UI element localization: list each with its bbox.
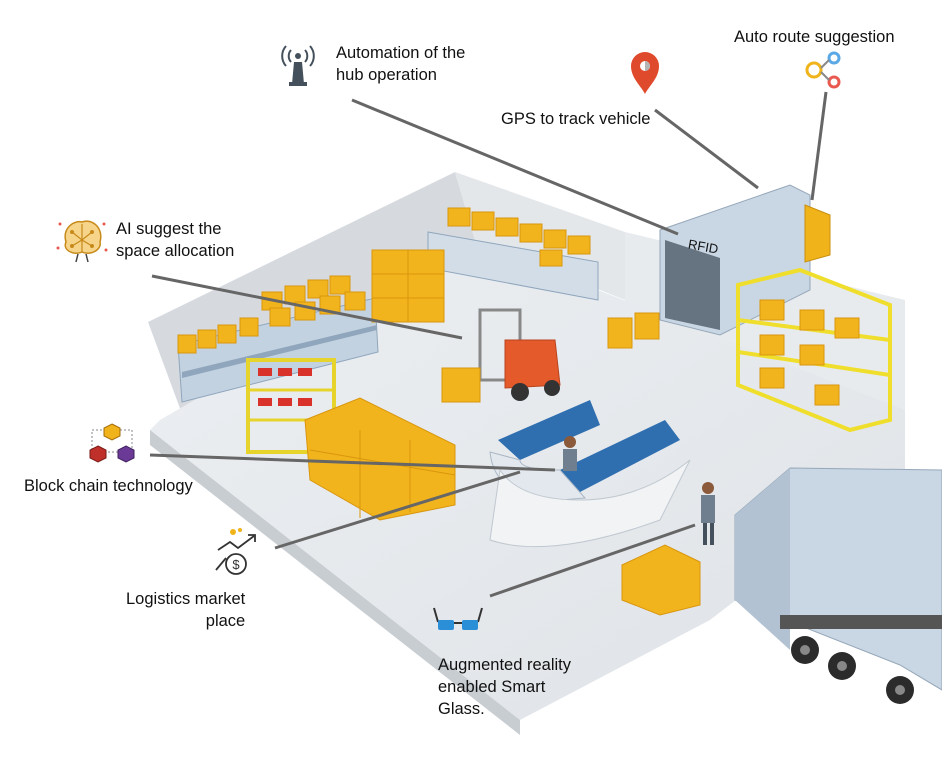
leader-ar: [489, 523, 696, 598]
money-growth-icon: $: [215, 528, 256, 575]
worker-smartglass: [701, 482, 715, 545]
leader-lines: [149, 91, 828, 598]
trailer-truck: [734, 467, 942, 704]
label-logistics: Logistics market place: [126, 588, 245, 632]
label-automation-line-2: hub operation: [336, 66, 437, 84]
label-blockchain: Block chain technology: [24, 477, 193, 495]
dock-truck: [659, 184, 831, 336]
leader-logistics: [274, 470, 521, 550]
conveyor: [489, 400, 691, 548]
yellow-rack: [736, 267, 892, 433]
left-shelf-unit: [177, 275, 379, 403]
box-small: [607, 317, 633, 349]
back-shelf-unit: [427, 207, 599, 301]
box-stack-back: [371, 249, 445, 323]
leader-auto-route: [810, 91, 828, 201]
label-automation-line-1: Automation of the: [336, 44, 466, 62]
label-automation: Automation of the hub operation: [336, 42, 465, 86]
label-ai-line-1: AI suggest the: [116, 220, 222, 238]
label-gps: GPS to track vehicle: [501, 110, 651, 128]
leader-ai: [151, 274, 463, 340]
smart-glasses-icon: [433, 607, 483, 630]
leader-automation: [351, 98, 679, 236]
label-ai-line-2: space allocation: [116, 242, 235, 260]
box-small: [634, 312, 660, 340]
label-ai: AI suggest the space allocation: [116, 218, 234, 262]
label-ar-line-2: enabled Smart: [438, 678, 546, 696]
label-ar: Augmented reality enabled Smart Glass.: [438, 654, 571, 720]
label-auto-route: Auto route suggestion: [734, 28, 895, 46]
floor-edge: [150, 430, 520, 735]
label-logistics-line-2: place: [205, 612, 246, 630]
antenna-icon: [281, 45, 315, 86]
svg-text:$: $: [232, 557, 240, 572]
worker-conveyor: [563, 436, 577, 471]
box-stack-bottom: [621, 544, 701, 616]
blockchain-cubes-icon: [89, 423, 135, 463]
label-ar-line-1: Augmented reality: [438, 656, 571, 674]
brain-network-icon: [56, 220, 108, 263]
route-nodes-icon: [805, 51, 841, 89]
label-ar-line-3: Glass.: [438, 700, 485, 718]
leader-blockchain: [149, 453, 556, 472]
forklift: [441, 308, 561, 403]
leader-gps: [654, 108, 759, 190]
map-pin-icon: [631, 52, 659, 94]
label-logistics-line-1: Logistics market: [126, 590, 246, 608]
